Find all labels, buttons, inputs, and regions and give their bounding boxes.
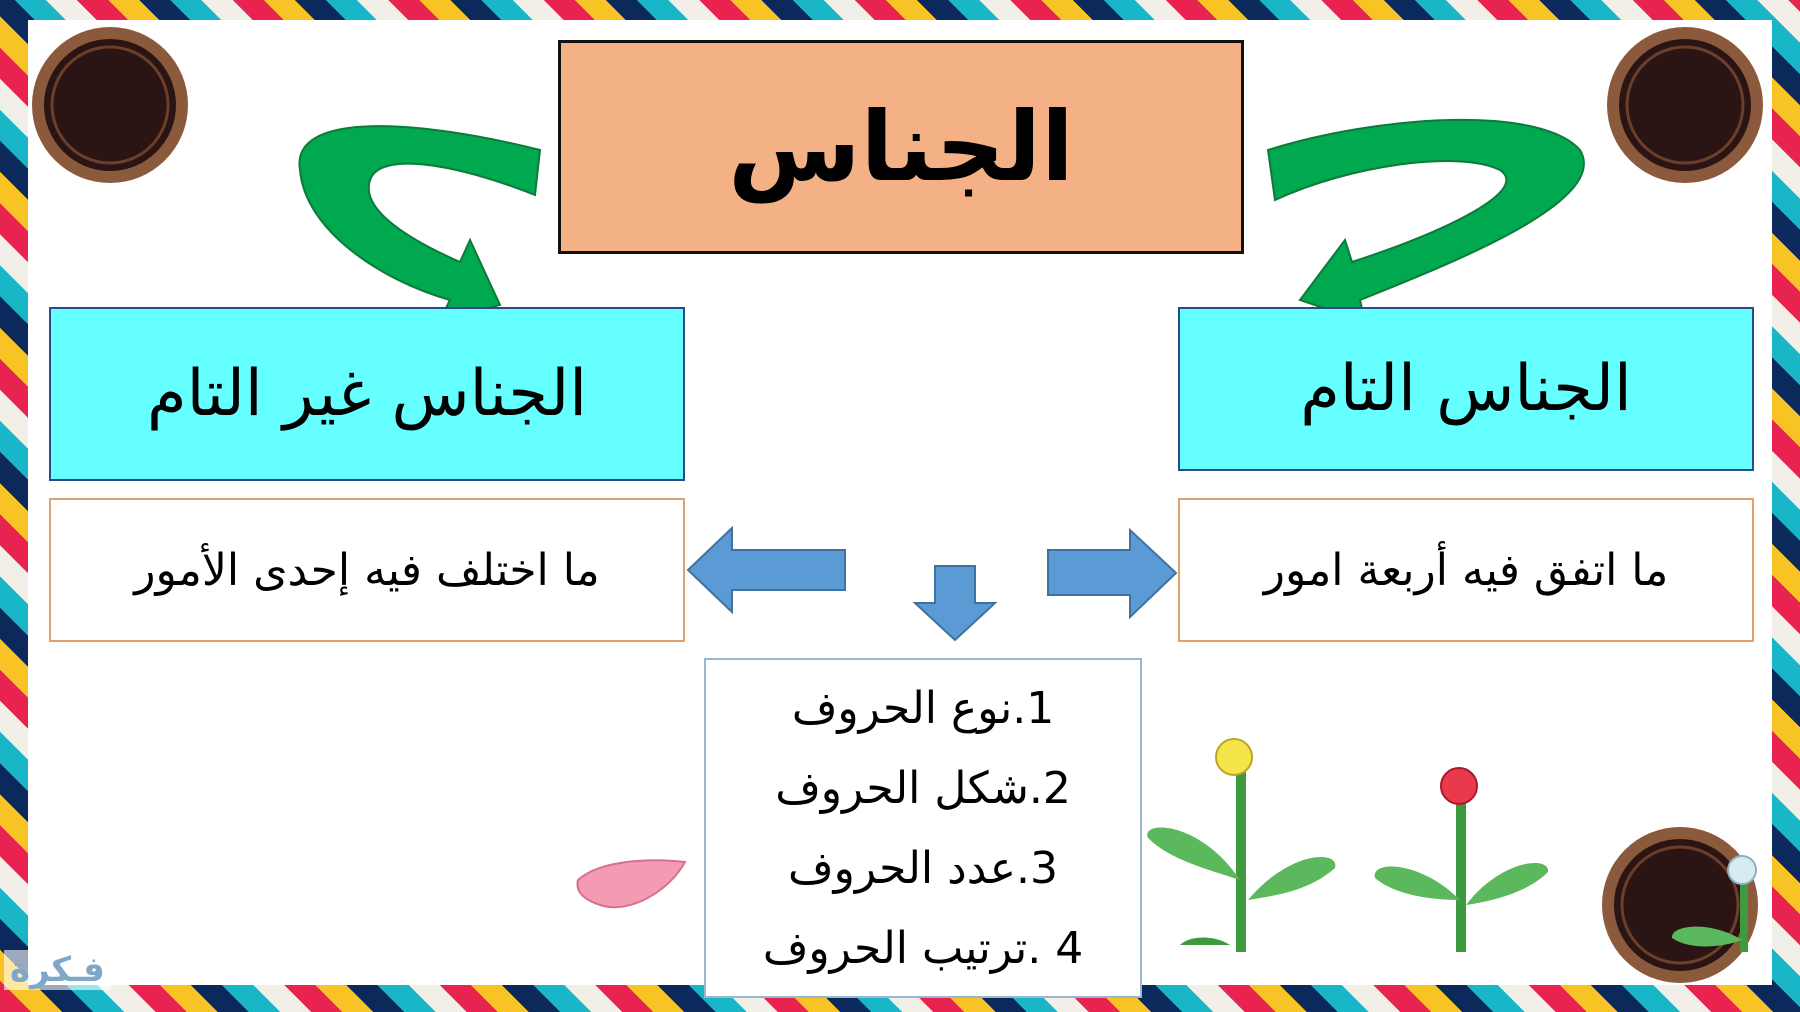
petal-decoration bbox=[576, 859, 687, 909]
list-item: 1.نوع الحروف bbox=[791, 682, 1055, 734]
medallion-bottom-right bbox=[1602, 827, 1758, 983]
list-item: 2.شكل الحروف bbox=[775, 762, 1071, 814]
medallion-top-right bbox=[1607, 27, 1763, 183]
medallion-top-left bbox=[32, 27, 188, 183]
site-logo: فـكرة bbox=[4, 950, 111, 990]
complete-jinas-definition: ما اتفق فيه أربعة امور bbox=[1178, 498, 1754, 642]
curved-arrow-right-icon bbox=[1266, 118, 1585, 324]
flower-small-icon bbox=[1671, 855, 1757, 952]
arrow-down-icon bbox=[912, 565, 998, 642]
arrow-right-icon bbox=[1047, 527, 1178, 620]
complete-jinas-heading: الجناس التام bbox=[1178, 307, 1754, 471]
incomplete-jinas-definition: ما اختلف فيه إحدى الأمور bbox=[49, 498, 685, 642]
flower-red-icon bbox=[1374, 767, 1549, 952]
list-item: 4 .ترتيب الحروف bbox=[762, 922, 1084, 974]
incomplete-jinas-heading: الجناس غير التام bbox=[49, 307, 685, 481]
flower-yellow-icon bbox=[1147, 738, 1336, 952]
curved-arrow-left-icon bbox=[298, 125, 542, 322]
page-title: الجناس bbox=[558, 40, 1244, 254]
criteria-list: 1.نوع الحروف 2.شكل الحروف 3.عدد الحروف 4… bbox=[704, 658, 1142, 998]
list-item: 3.عدد الحروف bbox=[787, 842, 1059, 894]
arrow-left-icon bbox=[686, 525, 846, 615]
